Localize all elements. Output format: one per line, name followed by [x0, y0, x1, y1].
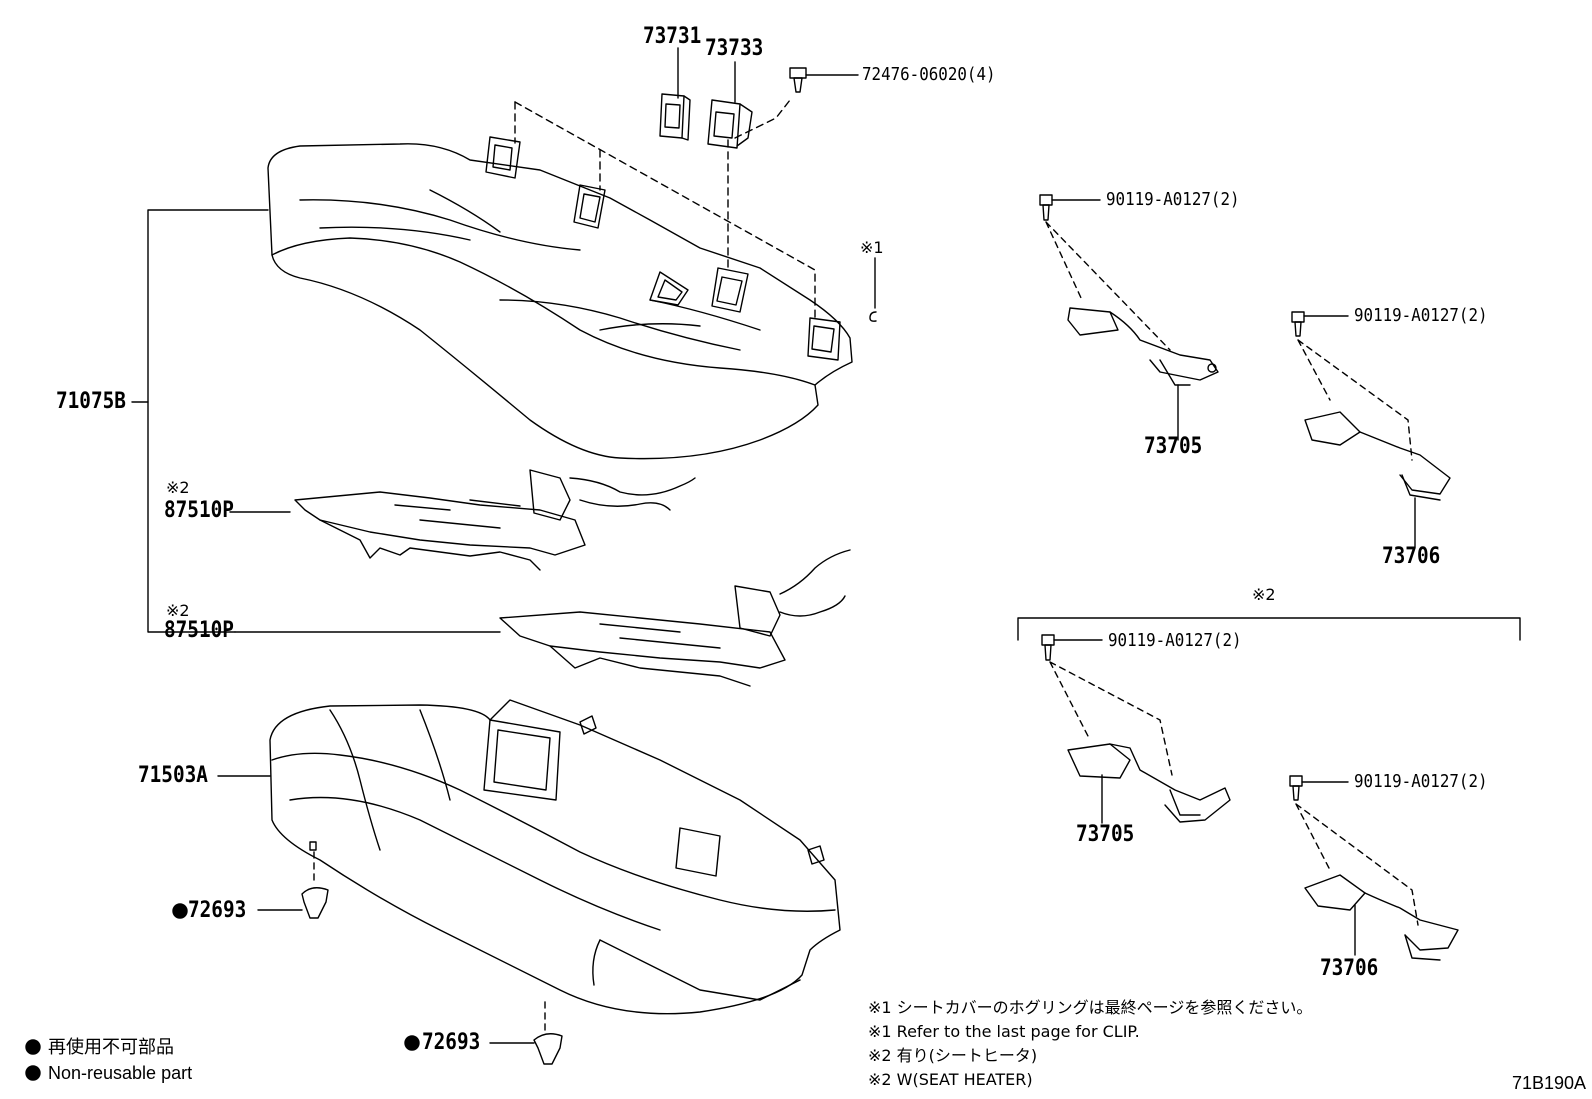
label-87510P-upper: 87510P — [164, 498, 234, 523]
legend-japanese: 再使用不可部品 — [48, 1037, 174, 1057]
seat-heater-2-illustration — [499, 549, 851, 687]
mark-note-2-group: ※2 — [1252, 585, 1276, 604]
label-90119-A0127-d: 90119-A0127(2) — [1354, 771, 1488, 792]
label-72693-upper: 72693 — [188, 898, 247, 923]
clip-73733-illustration — [707, 61, 753, 149]
bullet-72693-upper — [172, 903, 188, 919]
label-73706-upper: 73706 — [1382, 544, 1441, 569]
label-73705-upper: 73705 — [1144, 434, 1203, 459]
label-73705-lower: 73705 — [1076, 822, 1135, 847]
bullet-72693-lower — [404, 1035, 420, 1051]
legend-bullet-2 — [25, 1065, 41, 1081]
label-73733: 73733 — [705, 36, 764, 61]
pin-72693-upper-illustration — [257, 851, 329, 919]
label-71503A: 71503A — [138, 763, 208, 788]
label-90119-A0127-b: 90119-A0127(2) — [1354, 305, 1488, 326]
mark-note-2-upper: ※2 — [166, 478, 190, 497]
diagram-code: 71B190A — [1512, 1073, 1587, 1093]
seatback-dashed-lines — [514, 99, 816, 319]
label-87510P-lower: 87510P — [164, 618, 234, 643]
label-90119-A0127-a: 90119-A0127(2) — [1106, 189, 1240, 210]
hog-ring-clip-illustration — [869, 257, 877, 322]
label-90119-A0127-c: 90119-A0127(2) — [1108, 630, 1242, 651]
label-72476-06020: 72476-06020(4) — [862, 64, 996, 85]
hinge-73705-upper-illustration — [1039, 194, 1219, 441]
hinge-73706-upper-illustration — [1291, 311, 1451, 549]
hinge-73705-lower-illustration — [1041, 634, 1231, 824]
leader-71075B — [131, 209, 501, 633]
clip-73731-illustration — [659, 47, 691, 141]
seat-heater-group-bracket — [1017, 617, 1521, 641]
label-73706-lower: 73706 — [1320, 956, 1379, 981]
hinge-73706-lower-illustration — [1289, 775, 1459, 961]
mark-note-2-lower: ※2 — [166, 601, 190, 620]
note-2-japanese: ※2 有り(シートヒータ) — [868, 1046, 1038, 1065]
label-73731: 73731 — [643, 24, 702, 49]
note-1-japanese: ※1 シートカバーのホグリングは最終ページを参照ください。 — [868, 998, 1313, 1017]
screw-72476-illustration — [789, 67, 859, 93]
seat-heater-1-illustration — [294, 469, 696, 571]
note-2-english: ※2 W(SEAT HEATER) — [868, 1070, 1033, 1089]
label-71075B: 71075B — [56, 389, 126, 414]
seat-cushion-cover-illustration — [269, 699, 841, 1015]
legend-english: Non-reusable part — [48, 1063, 193, 1083]
note-1-english: ※1 Refer to the last page for CLIP. — [868, 1022, 1140, 1041]
mark-note-1: ※1 — [860, 238, 884, 257]
pin-72693-lower-illustration — [489, 1001, 563, 1065]
label-72693-lower: 72693 — [422, 1030, 481, 1055]
seatback-cover-illustration — [267, 136, 853, 460]
legend-bullet-1 — [25, 1039, 41, 1055]
